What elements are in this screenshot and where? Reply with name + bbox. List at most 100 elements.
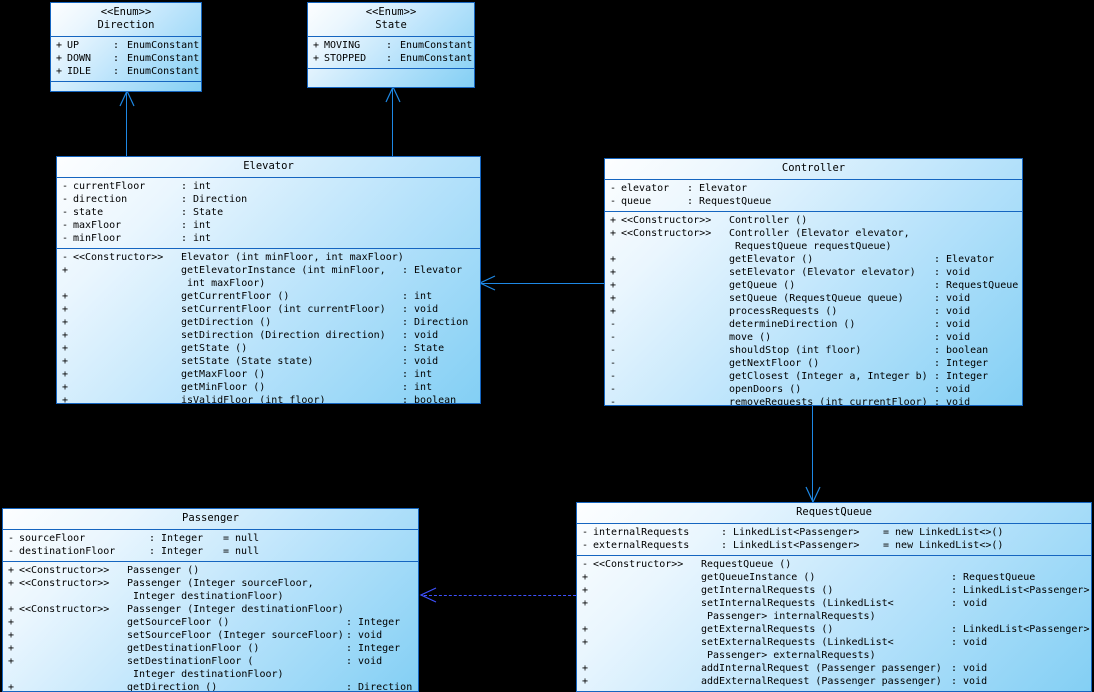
operation-row-continuation: int maxFloor) (57, 277, 480, 290)
attribute-row: -externalRequests:LinkedList<Passenger>=… (577, 539, 1091, 552)
colon: : (721, 527, 728, 538)
visibility: + (609, 306, 617, 317)
operation-row-continuation: Integer destinationFloor) (3, 590, 418, 603)
class-name: State (375, 19, 407, 31)
attribute-row: + MOVING : EnumConstant (308, 39, 474, 52)
operations-compartment-state (308, 69, 474, 87)
attribute-type: Integer (161, 533, 204, 544)
operation-signature: getQueue () (729, 280, 796, 291)
attribute-row: + DOWN : EnumConstant (51, 52, 201, 65)
operation-return: : Integer (346, 617, 401, 628)
class-box-direction[interactable]: <<Enum>> Direction + UP : EnumConstant +… (50, 2, 202, 92)
operation-signature: getSourceFloor () (127, 617, 230, 628)
operation-signature-continued: Passenger> internalRequests) (701, 611, 876, 622)
operation-row: + addExternalRequest (Passenger passenger… (577, 675, 1091, 688)
attributes-compartment-state: + MOVING : EnumConstant + STOPPED : Enum… (308, 37, 474, 69)
operations-compartment-passenger: +<<Constructor>>Passenger ()+<<Construct… (3, 562, 418, 692)
class-box-requestqueue[interactable]: RequestQueue -internalRequests:LinkedLis… (576, 502, 1092, 692)
arrowhead-queue-passenger (418, 586, 438, 604)
attributes-compartment-passenger: -sourceFloor:Integer= null-destinationFl… (3, 530, 418, 562)
operation-signature: Passenger (Integer sourceFloor, (127, 578, 314, 589)
visibility: + (609, 215, 617, 226)
class-box-state[interactable]: <<Enum>> State + MOVING : EnumConstant +… (307, 2, 475, 88)
operation-signature: setCurrentFloor (int currentFloor) (181, 304, 386, 315)
attributes-compartment-requestqueue: -internalRequests:LinkedList<Passenger>=… (577, 524, 1091, 556)
operations-compartment-elevator: -<<Constructor>>Elevator (int minFloor, … (57, 249, 480, 404)
operation-signature-continued: RequestQueue requestQueue) (729, 241, 892, 252)
colon: : (181, 181, 188, 192)
operations-compartment-controller: +<<Constructor>>Controller ()+<<Construc… (605, 212, 1022, 406)
visibility: + (581, 676, 589, 687)
attribute-type: int (193, 220, 212, 231)
visibility: + (61, 395, 69, 404)
operations-compartment-direction (51, 82, 201, 91)
operation-signature: Passenger (Integer destinationFloor) (127, 604, 344, 615)
operation-row: +getSourceFloor (): Integer (3, 616, 418, 629)
operation-row: +setSourceFloor (Integer sourceFloor): v… (3, 629, 418, 642)
operation-return: : Elevator (934, 254, 995, 265)
operations-compartment-requestqueue: -<<Constructor>>RequestQueue ()+getQueue… (577, 556, 1091, 691)
operation-signature: getElevator () (729, 254, 814, 265)
visibility: - (61, 233, 69, 244)
operation-return: : Integer (346, 643, 401, 654)
visibility: + (7, 578, 15, 589)
operation-return: : int (402, 291, 433, 302)
operation-row: +setState (State state): void (57, 355, 480, 368)
attribute-name: direction (73, 194, 128, 205)
attribute-default: = new LinkedList<>() (883, 527, 1004, 538)
attribute-name: STOPPED (324, 53, 367, 64)
attribute-row: -queue:RequestQueue (605, 195, 1022, 208)
visibility: + (61, 330, 69, 341)
visibility: + (7, 682, 15, 692)
class-name: Direction (97, 19, 155, 31)
attribute-type: LinkedList<Passenger> (733, 527, 860, 538)
operation-signature: addExternalRequest (Passenger passenger) (701, 676, 942, 687)
class-box-controller[interactable]: Controller -elevator:Elevator-queue:Requ… (604, 158, 1023, 406)
operation-signature: setExternalRequests (LinkedList< (701, 637, 894, 648)
attribute-name: queue (621, 196, 652, 207)
attribute-row: -sourceFloor:Integer= null (3, 532, 418, 545)
class-name: Elevator (243, 160, 294, 172)
operation-signature-continued: int maxFloor) (181, 278, 266, 289)
operation-row-continuation: Passenger> externalRequests) (577, 649, 1091, 662)
operation-signature: isValidFloor (int floor) (181, 395, 326, 404)
operation-signature: setDestinationFloor ( (127, 656, 254, 667)
operation-signature: getState () (181, 343, 248, 354)
visibility: - (581, 527, 589, 538)
operation-row: +getState (): State (57, 342, 480, 355)
operation-stereotype: <<Constructor>> (19, 604, 110, 615)
visibility: - (609, 384, 617, 395)
visibility: - (609, 319, 617, 330)
class-name: Passenger (182, 512, 239, 524)
operation-row: -shouldStop (int floor): boolean (605, 344, 1022, 357)
operation-signature: addInternalRequest (Passenger passenger) (701, 663, 942, 674)
operation-stereotype: <<Constructor>> (621, 215, 712, 226)
operation-row: +setExternalRequests (LinkedList<: void (577, 636, 1091, 649)
attributes-compartment-controller: -elevator:Elevator-queue:RequestQueue (605, 180, 1022, 212)
visibility: - (609, 345, 617, 356)
operation-return: : void (934, 397, 971, 406)
class-title-requestqueue: RequestQueue (577, 503, 1091, 524)
visibility: - (609, 183, 617, 194)
operation-signature: setState (State state) (181, 356, 314, 367)
operation-return: : LinkedList<Passenger> (951, 624, 1090, 635)
operation-return: : void (402, 356, 439, 367)
class-box-passenger[interactable]: Passenger -sourceFloor:Integer= null-des… (2, 508, 419, 692)
attribute-name: destinationFloor (19, 546, 116, 557)
operation-stereotype: <<Constructor>> (73, 252, 164, 263)
visibility: - (61, 194, 69, 205)
colon: : (113, 66, 120, 77)
attribute-row: -state:State (57, 206, 480, 219)
visibility: - (609, 196, 617, 207)
attribute-type: EnumConstant (400, 40, 473, 51)
visibility: - (609, 371, 617, 382)
visibility: - (7, 546, 15, 557)
attributes-compartment-elevator: -currentFloor:int-direction:Direction-st… (57, 178, 480, 249)
attribute-name: MOVING (324, 40, 361, 51)
operation-row: +addInternalRequest (Passenger passenger… (577, 662, 1091, 675)
visibility: + (7, 630, 15, 641)
class-box-elevator[interactable]: Elevator -currentFloor:int-direction:Dir… (56, 156, 481, 404)
visibility: + (581, 585, 589, 596)
operation-row: -removeRequests (int currentFloor): void (605, 396, 1022, 406)
